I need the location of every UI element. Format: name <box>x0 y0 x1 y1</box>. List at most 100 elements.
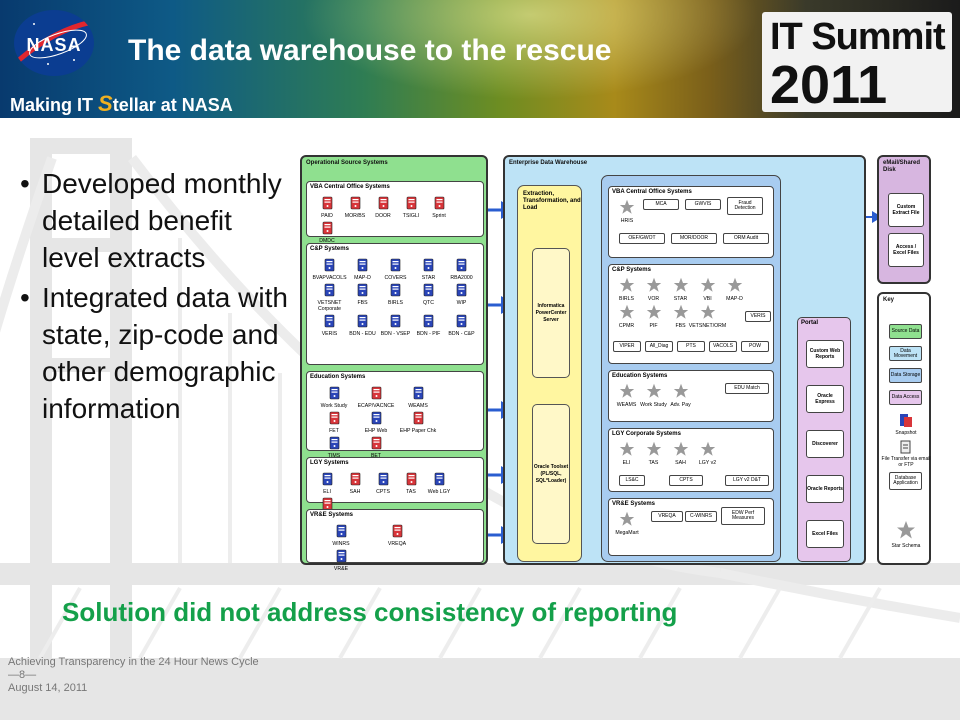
blue-server-icon <box>324 283 335 300</box>
it-summit-logo: IT Summit 2011 <box>762 12 952 112</box>
footer-line2: —8— <box>8 669 37 681</box>
nasa-swoosh-icon <box>17 19 93 65</box>
source-system: WINRS <box>313 524 369 547</box>
star-schema-label: WEAMS <box>616 402 637 408</box>
warehouse-table: VIPER <box>613 341 641 352</box>
star-schema: MegaMart <box>613 511 641 536</box>
source-system: MOR/BS <box>341 196 369 219</box>
source-system: COVERS <box>379 258 412 281</box>
star-schema: SAH <box>667 441 694 466</box>
source-system: EHP Paper Chk <box>397 411 439 434</box>
star-schema: FBS <box>667 304 694 329</box>
source-system-label: TAS <box>406 489 416 495</box>
source-group-title: LGY Systems <box>310 460 349 466</box>
warehouse-table: OEF/GWOT <box>619 233 665 244</box>
star-schema: STAR <box>667 277 694 302</box>
source-system-label: STAR <box>421 275 436 281</box>
blue-server-icon <box>390 258 401 275</box>
red-server-icon <box>336 549 347 566</box>
email-title: eMail/Shared Disk <box>883 160 921 173</box>
portal-item: Custom Web Reports <box>806 340 844 368</box>
red-server-icon <box>322 221 333 238</box>
source-system-label: DOOR <box>375 213 391 219</box>
star-schema-label: MegaMart <box>615 530 639 536</box>
informatica-box: Informatica PowerCenter Server <box>532 248 570 378</box>
nasa-logo: NASA <box>14 10 94 76</box>
source-system: SAH <box>341 472 369 495</box>
red-server-icon <box>322 472 333 489</box>
source-system-label: DMDC <box>319 238 335 244</box>
star-schema-label: ELI <box>622 460 631 466</box>
star-schema: WEAMS <box>613 383 640 408</box>
source-system-label: VR&E <box>333 566 349 572</box>
red-server-icon <box>378 196 389 213</box>
warehouse-table: Fraud Detection <box>727 197 763 215</box>
source-group-title: VR&E Systems <box>310 512 354 518</box>
source-system: VR&E <box>313 549 369 572</box>
warehouse-table: ORM Audit <box>723 233 769 244</box>
source-system: VETSNET Corporate <box>313 283 346 312</box>
star-schema-icon <box>673 383 689 402</box>
star-schema-label: BIRLS <box>619 296 634 302</box>
source-system: DMDC <box>313 221 341 244</box>
star-schema-icon <box>646 383 662 402</box>
etl-title: Extraction, Transformation, and Load <box>523 191 581 211</box>
key-database-application: Database Application <box>889 472 922 490</box>
file-transfer-icon <box>900 440 911 454</box>
source-system-label: TIMS <box>327 453 341 459</box>
red-server-icon <box>413 411 424 428</box>
footer-line3: August 14, 2011 <box>8 682 88 694</box>
tagline-part2: tellar at NASA <box>112 95 233 115</box>
source-system-label: PAID <box>321 213 333 219</box>
source-system-label: WINRS <box>332 541 350 547</box>
star-schema-label: LGY v2 <box>698 460 717 466</box>
key-snapshot-label: Snapshot <box>895 430 917 436</box>
source-system: STAR <box>412 258 445 281</box>
star-schema-label: TAS <box>648 460 659 466</box>
star-schema: Adv. Pay <box>667 383 694 408</box>
blue-server-icon <box>357 258 368 275</box>
source-system: BVAPVACOLS <box>312 258 347 281</box>
star-schema: VOR <box>640 277 667 302</box>
red-server-icon <box>322 196 333 213</box>
email-shared-disk-panel: eMail/Shared Disk Custom Extract File Ac… <box>877 155 931 284</box>
source-system: BDN - VSEP <box>379 314 412 337</box>
source-group-title: C&P Systems <box>310 246 349 252</box>
star-schema-label: Work Study <box>640 402 667 408</box>
warehouse-table: VERIS <box>745 311 771 322</box>
key-star-schema-label: Star Schema <box>891 543 921 549</box>
star-schema-icon <box>619 199 635 218</box>
key-data-movement: Data Movement <box>889 346 922 361</box>
red-server-icon <box>378 472 389 489</box>
blue-server-icon <box>324 314 335 331</box>
source-system: ECAP/VACNCE <box>355 386 397 409</box>
warehouse-table: C-WINRS <box>685 511 717 522</box>
star-schema-icon <box>727 277 743 296</box>
star-schema-icon <box>646 304 662 323</box>
red-server-icon <box>329 411 340 428</box>
red-server-icon <box>350 196 361 213</box>
blue-server-icon <box>423 258 434 275</box>
red-server-icon <box>329 436 340 453</box>
event-line2: 2011 <box>770 55 888 115</box>
source-system-label: Work Study <box>320 403 348 409</box>
red-server-icon <box>371 386 382 403</box>
source-system-label: ELI <box>323 489 331 495</box>
blue-server-icon <box>390 314 401 331</box>
red-server-icon <box>406 472 417 489</box>
star-schema-label: Adv. Pay <box>670 402 691 408</box>
red-server-icon <box>350 472 361 489</box>
source-system: MAP-D <box>346 258 379 281</box>
red-server-icon <box>329 386 340 403</box>
source-system: RBA2000 <box>445 258 478 281</box>
source-system-label: COVERS <box>384 275 407 281</box>
warehouse-group-title: Education Systems <box>612 373 668 379</box>
key-data-access: Data Access <box>889 390 922 405</box>
blue-server-icon <box>324 258 335 275</box>
